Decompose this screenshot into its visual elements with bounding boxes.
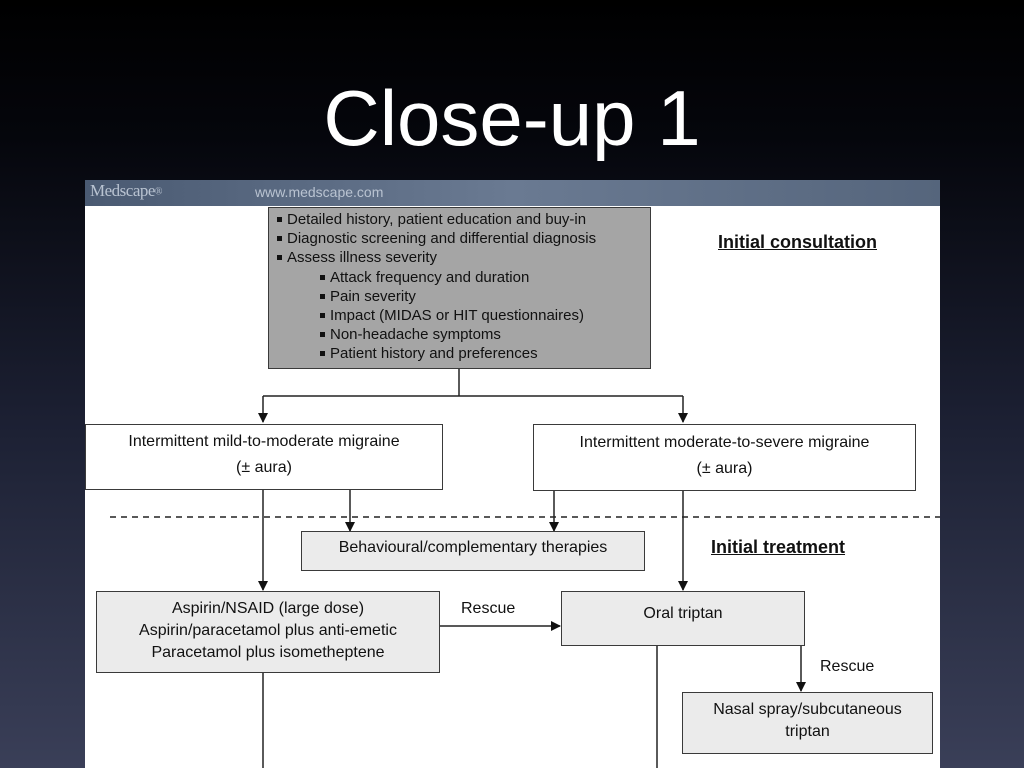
initial-consultation-box: Detailed history, patient education and … <box>268 207 651 369</box>
rescue-label: Rescue <box>461 600 516 617</box>
nasal-spray-triptan-box: Nasal spray/subcutaneous triptan <box>682 692 933 754</box>
initial-consultation-label: Initial consultation <box>718 232 878 252</box>
site-url: www.medscape.com <box>255 184 384 200</box>
consult-subitem: Attack frequency and duration <box>318 268 644 287</box>
aspirin-nsaid-box: Aspirin/NSAID (large dose) Aspirin/parac… <box>96 591 440 673</box>
consult-item: Detailed history, patient education and … <box>275 210 644 229</box>
rescue-label: Rescue <box>820 658 875 675</box>
flowchart-figure: Medscape® www.medscape.com <box>85 180 940 768</box>
oral-triptan-box: Oral triptan <box>561 591 805 646</box>
slide-title: Close-up 1 <box>323 74 701 162</box>
consult-subitem: Impact (MIDAS or HIT questionnaires) <box>318 306 644 325</box>
moderate-severe-migraine-box: Intermittent moderate-to-severe migraine… <box>533 424 916 491</box>
flowchart-connectors <box>110 369 940 768</box>
mild-moderate-migraine-box: Intermittent mild-to-moderate migraine (… <box>85 424 443 490</box>
consult-subitem: Patient history and preferences <box>318 344 644 363</box>
consult-item: Diagnostic screening and differential di… <box>275 229 644 248</box>
initial-treatment-label: Initial treatment <box>711 537 846 557</box>
consult-subitem: Pain severity <box>318 287 644 306</box>
consult-item: Assess illness severity <box>275 248 644 267</box>
behavioural-therapies-box: Behavioural/complementary therapies <box>301 531 645 571</box>
figure-header-band: Medscape® www.medscape.com <box>85 180 940 206</box>
consult-subitem: Non-headache symptoms <box>318 325 644 344</box>
medscape-logo: Medscape® <box>90 181 163 200</box>
